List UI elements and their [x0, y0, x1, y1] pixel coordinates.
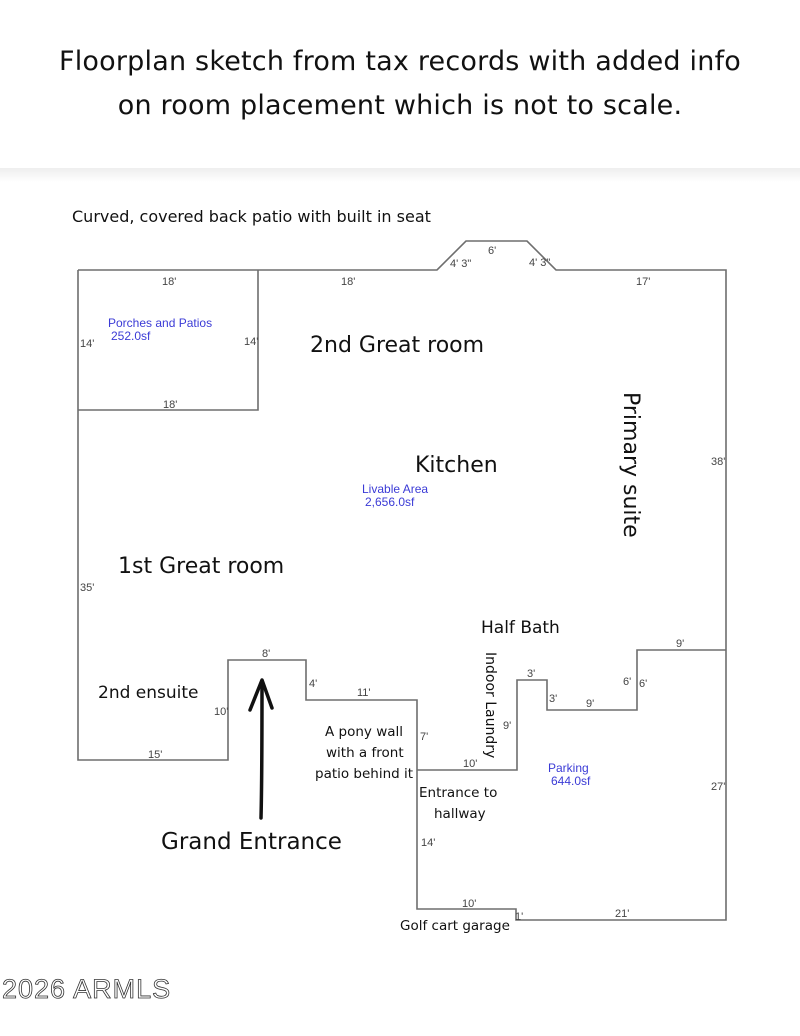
dim-hall-left: 14' — [421, 837, 435, 849]
dim-ensuite-bottom: 15' — [148, 749, 162, 761]
dim-bottom-right: 21' — [615, 908, 629, 920]
dim-bath-bottom: 9' — [586, 698, 594, 710]
porches-area-value: 252.0sf — [111, 329, 151, 343]
title-line-1: Floorplan sketch from tax records with a… — [59, 46, 741, 77]
entrance-hallway-note-1: Entrance to — [419, 785, 497, 801]
room-half-bath: Half Bath — [481, 618, 560, 638]
header: Floorplan sketch from tax records with a… — [0, 0, 800, 168]
parking-area-label: Parking — [548, 761, 589, 775]
room-kitchen: Kitchen — [415, 453, 498, 478]
livable-area-label: Livable Area — [362, 482, 428, 496]
dim-bay-left: 4' 3" — [450, 258, 471, 270]
dim-bath-step: 3' — [549, 693, 557, 705]
page-title: Floorplan sketch from tax records with a… — [0, 40, 800, 128]
outer-wall — [77, 240, 727, 921]
dim-right-upper: 38' — [711, 456, 725, 468]
dim-laundry-right: 9' — [503, 720, 511, 732]
pony-wall-note-2: with a front — [326, 745, 404, 761]
back-patio-note: Curved, covered back patio with built in… — [72, 207, 431, 226]
porches-area-label: Porches and Patios — [108, 316, 212, 330]
title-line-2: on room placement which is not to scale. — [117, 90, 683, 121]
dim-left-wall: 35' — [80, 582, 94, 594]
dim-patio-bottom: 18' — [163, 399, 177, 411]
dim-step-right: 6' — [639, 678, 647, 690]
dim-right-notch-top: 9' — [676, 638, 684, 650]
room-1st-great-room: 1st Great room — [118, 554, 284, 579]
parking-area-value: 644.0sf — [551, 774, 591, 788]
dim-entry-step: 4' — [309, 678, 317, 690]
dim-pony-right: 7' — [420, 731, 428, 743]
room-2nd-ensuite: 2nd ensuite — [98, 683, 199, 703]
room-indoor-laundry: Indoor Laundry — [482, 652, 498, 758]
grand-entrance-label: Grand Entrance — [161, 829, 342, 855]
dim-top-mid: 18' — [341, 276, 355, 288]
livable-area-value: 2,656.0sf — [365, 495, 415, 509]
dim-garage-bottom: 10' — [462, 898, 476, 910]
dim-right-lower: 27' — [711, 781, 725, 793]
dim-garage-step: 1' — [515, 911, 523, 923]
up-arrow-icon — [248, 678, 274, 820]
dim-patio-left: 14' — [80, 338, 94, 350]
dim-entry-top: 8' — [262, 648, 270, 660]
parking-wall — [417, 649, 726, 771]
golf-cart-garage-note: Golf cart garage — [400, 918, 510, 934]
dim-laundry-bottom: 10' — [463, 758, 477, 770]
room-2nd-great-room: 2nd Great room — [310, 333, 484, 358]
dim-bath-top: 3' — [527, 668, 535, 680]
dim-patio-top: 18' — [162, 276, 176, 288]
dim-ensuite-right: 10' — [214, 706, 228, 718]
pony-wall-note-3: patio behind it — [315, 766, 413, 782]
dim-bay-top: 6' — [488, 245, 496, 257]
dim-pony-top: 11' — [357, 687, 371, 699]
dim-top-right: 17' — [636, 276, 650, 288]
watermark: 2026 ARMLS — [2, 974, 171, 1004]
dim-step-left: 6' — [623, 676, 631, 688]
header-divider — [0, 168, 800, 182]
room-primary-suite: Primary suite — [618, 392, 643, 538]
entrance-hallway-note-2: hallway — [434, 806, 486, 822]
dim-patio-right: 14' — [244, 336, 258, 348]
patio-wall — [78, 270, 259, 411]
dim-bay-right: 4' 3" — [529, 257, 550, 269]
pony-wall-note-1: A pony wall — [325, 724, 403, 740]
